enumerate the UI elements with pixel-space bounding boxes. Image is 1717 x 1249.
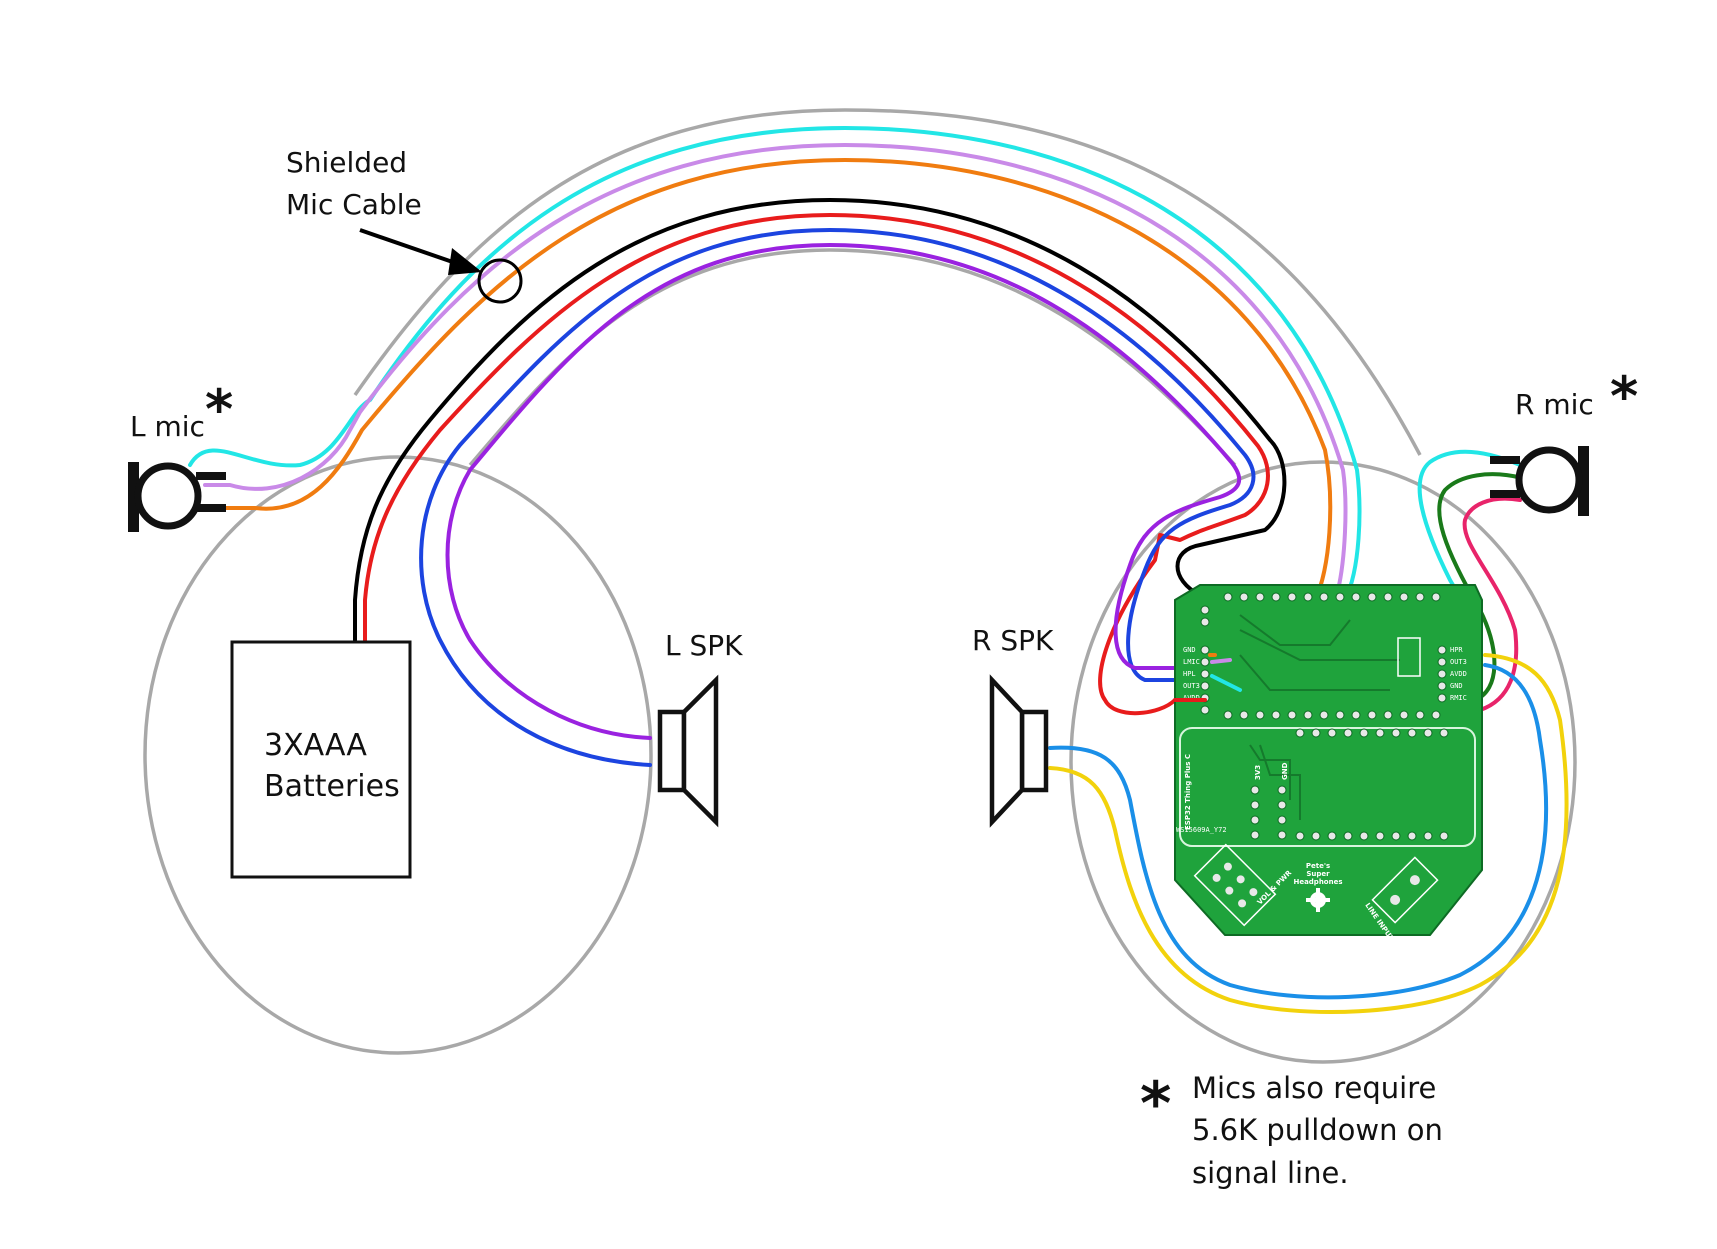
- pcb-left-pins: [1200, 605, 1210, 715]
- wire-yellow-rspk: [1048, 653, 1569, 1014]
- left-mic-asterisk: *: [205, 378, 233, 441]
- headband-inner-outline: [468, 248, 1237, 467]
- pcb-title-line1: Pete's: [1306, 862, 1330, 870]
- left-pin-label-gnd: GND: [1183, 646, 1196, 654]
- left-pin-label-lmic: LMIC: [1183, 658, 1200, 666]
- footnote-line2: 5.6K pulldown on: [1192, 1113, 1443, 1147]
- pcb-board: GND LMIC HPL OUT3 AVDD HPR OUT3 AVDD GND…: [1174, 584, 1483, 943]
- right-mic-asterisk: *: [1610, 365, 1638, 428]
- battery-box: [230, 640, 412, 879]
- pcb-gnd-label: GND: [1281, 762, 1289, 780]
- right-pin-label-rmic: RMIC: [1450, 694, 1467, 702]
- shielded-cable-label-line1: Shielded: [286, 146, 407, 179]
- wire-purple: [445, 243, 1242, 740]
- right-pin-label-avdd: AVDD: [1450, 670, 1467, 678]
- pcb-middle-pins: [1250, 785, 1287, 840]
- right-speaker-icon: [989, 674, 1049, 828]
- line-input-jack: [1371, 856, 1439, 924]
- left-speaker-icon: [657, 674, 719, 828]
- pcb-title-line2: Super: [1306, 870, 1330, 878]
- right-pin-label-hpr: HPR: [1450, 646, 1463, 654]
- wire-lavender-to-pcb: [1210, 658, 1232, 664]
- pcb-component: [1397, 637, 1421, 677]
- footnote-asterisk: *: [1140, 1069, 1171, 1139]
- headband-outer-outline: [353, 108, 1422, 456]
- right-mic-icon: [1490, 446, 1589, 516]
- pcb-3v3-label: 3V3: [1254, 765, 1262, 780]
- left-pin-label-out3: OUT3: [1183, 682, 1200, 690]
- battery-label-line1: 3XAAA: [264, 728, 367, 763]
- wire-cyan: [188, 126, 1362, 692]
- pcb-title-line3: Headphones: [1293, 878, 1342, 886]
- pcb-connection-wires: [1173, 653, 1242, 702]
- wire-green-right: [1437, 472, 1524, 702]
- gear-logo-icon: [1306, 888, 1330, 912]
- shielded-cable-marker: [477, 258, 523, 304]
- pcb-traces: [1239, 614, 1400, 820]
- right-ear-cup: [1069, 460, 1577, 1064]
- arrow-head: [448, 248, 482, 275]
- headband-wire-bundle: [188, 126, 1362, 767]
- right-speaker-label: R SPK: [972, 624, 1054, 657]
- esp32-module-outline: [1179, 727, 1476, 847]
- left-mic-icon: [128, 462, 226, 532]
- wire-pink-right: [1462, 496, 1522, 712]
- footnote-line3: signal line.: [1192, 1156, 1349, 1190]
- vol-pwr-footprint: [1193, 843, 1277, 927]
- left-speaker-label: L SPK: [665, 629, 743, 662]
- wire-blue: [419, 228, 1256, 767]
- shielded-cable-label-line2: Mic Cable: [286, 188, 422, 221]
- footnote-line1: Mics also require: [1192, 1071, 1436, 1105]
- pcb-outline: [1174, 584, 1483, 936]
- left-ear-cup: [143, 455, 653, 1055]
- pcb-chip-label: WS15609A_Y72: [1176, 826, 1227, 834]
- wire-black: [353, 198, 1287, 642]
- pcb-header-top: [1223, 592, 1449, 841]
- left-mic-label: L mic: [130, 410, 205, 443]
- pcb-right-pins: [1437, 645, 1447, 703]
- wire-red: [363, 213, 1270, 716]
- right-pin-label-gnd: GND: [1450, 682, 1463, 690]
- right-pin-label-out3: OUT3: [1450, 658, 1467, 666]
- left-pin-label-hpl: HPL: [1183, 670, 1196, 678]
- wire-lavender: [203, 143, 1348, 662]
- wire-cyan-to-pcb: [1210, 674, 1242, 692]
- battery-label-line2: Batteries: [264, 769, 400, 804]
- wire-sky-rspk: [1048, 663, 1548, 1000]
- pcb-board-name: ESP32 Thing Plus C: [1184, 754, 1192, 830]
- right-mic-label: R mic: [1515, 388, 1594, 421]
